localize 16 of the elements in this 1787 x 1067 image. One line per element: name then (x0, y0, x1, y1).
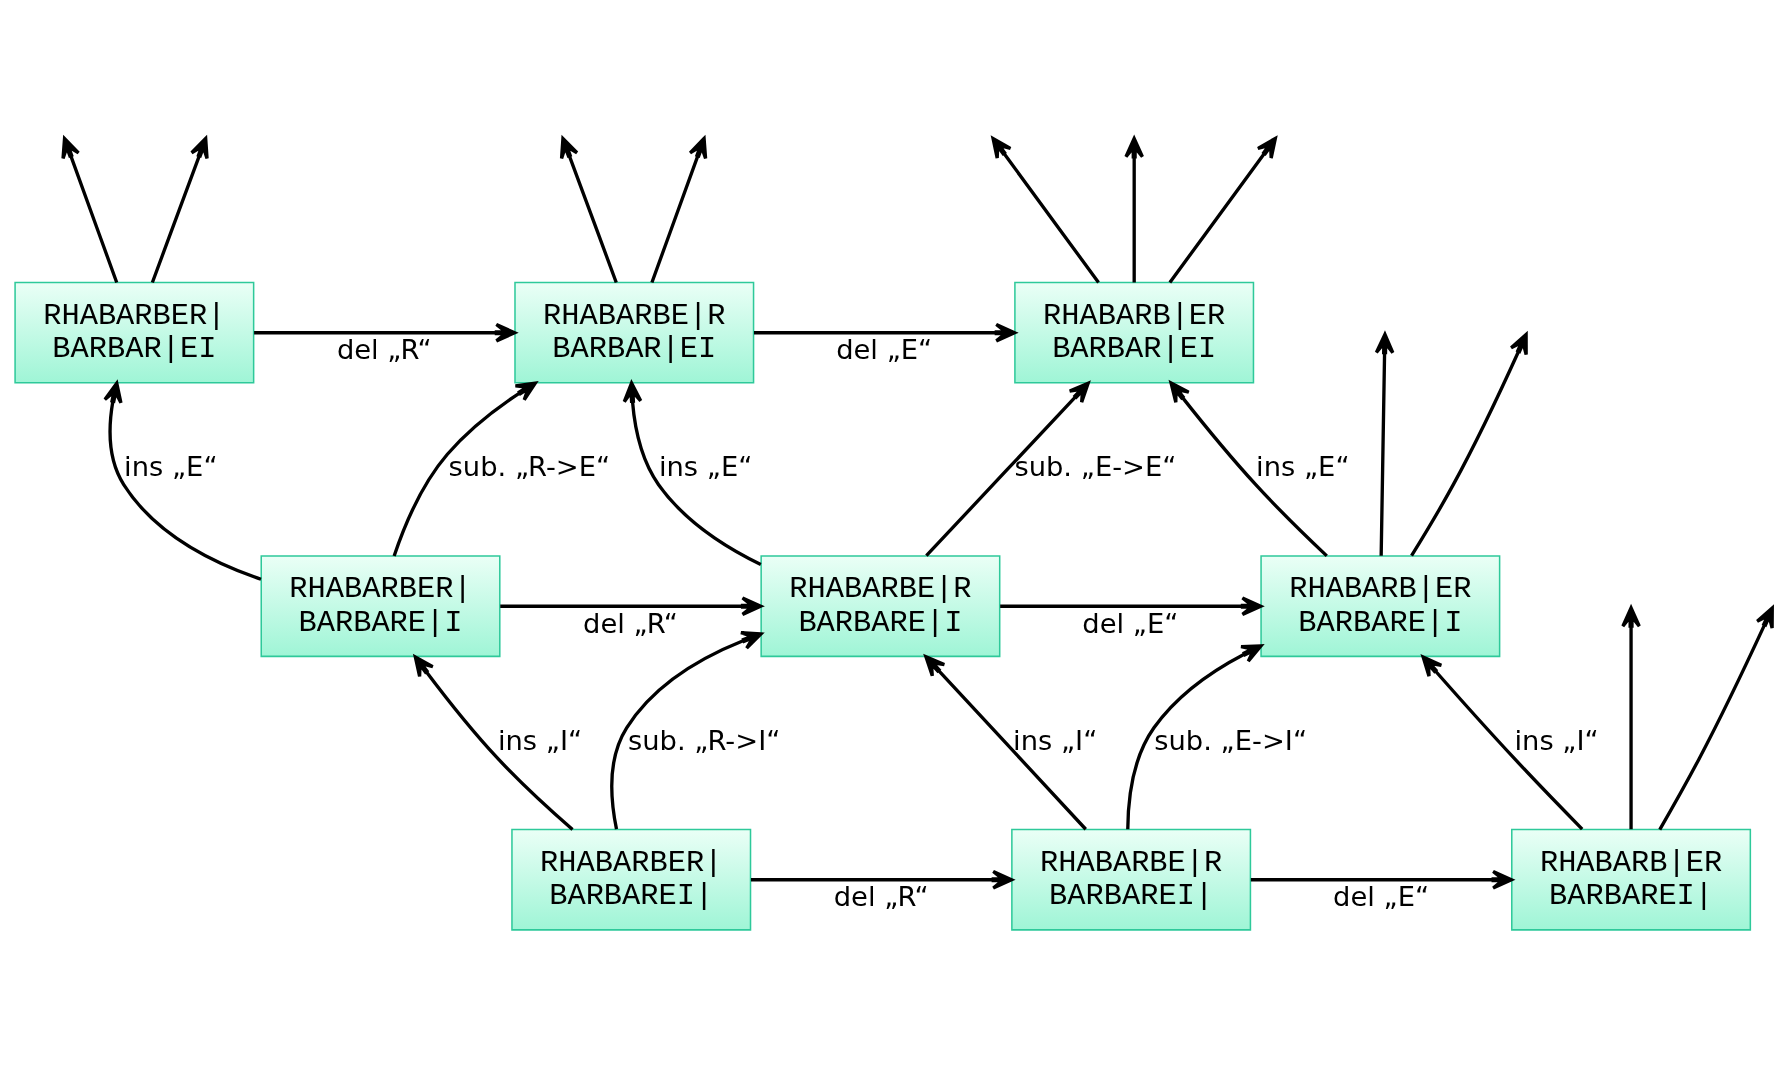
edge-label: ins „E“ (1255, 451, 1350, 483)
edge-label: ins „E“ (123, 451, 218, 483)
edge-label: del „R“ (336, 334, 432, 366)
edge-label: del „R“ (833, 881, 929, 913)
edge-label: ins „E“ (658, 451, 752, 483)
edge-label: del „R“ (582, 607, 678, 639)
edge-label: sub. „E->E“ (1013, 451, 1176, 483)
edge-label: sub. „R->E“ (448, 451, 610, 483)
edge-label: ins „I“ (1012, 724, 1097, 756)
edge-label: ins „I“ (1513, 724, 1599, 756)
edge-label: sub. „R->I“ (627, 724, 780, 756)
edge-label: sub. „E->I“ (1153, 724, 1307, 756)
edge-label: del „E“ (1332, 881, 1429, 913)
edge-label: del „E“ (1081, 607, 1178, 639)
edge-label: ins „I“ (497, 724, 582, 756)
edge-label: del „E“ (835, 334, 932, 366)
